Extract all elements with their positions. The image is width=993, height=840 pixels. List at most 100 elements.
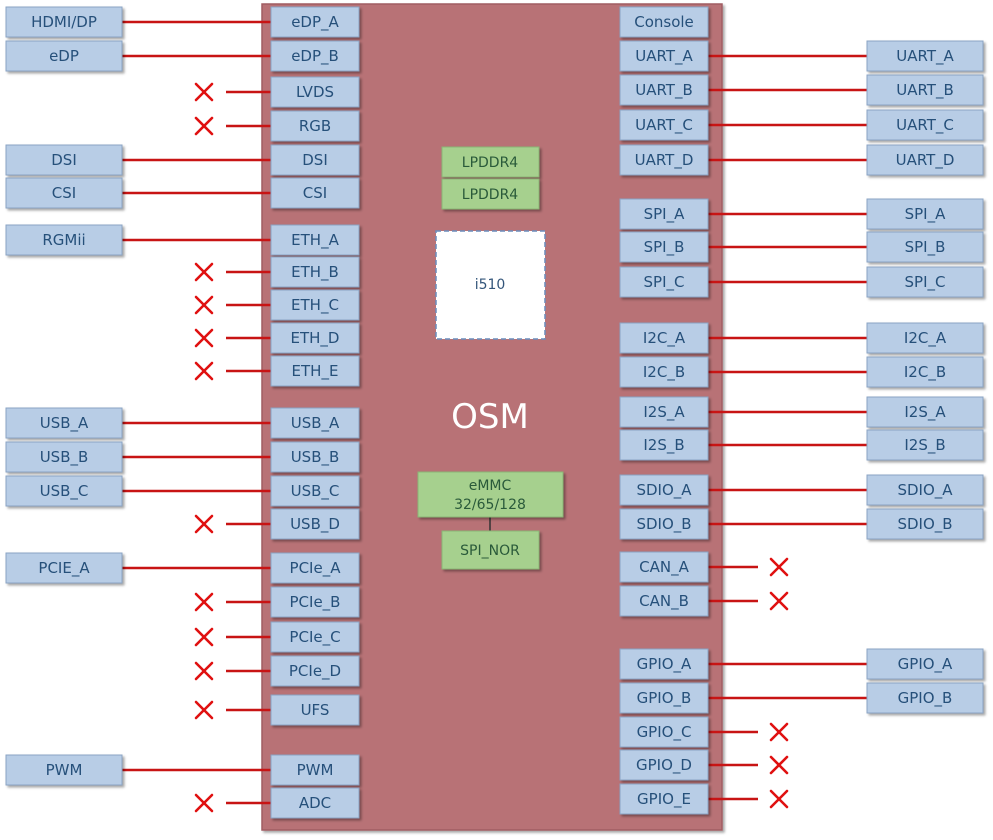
pin-usb-b: USB_B bbox=[270, 441, 360, 473]
pin-sdio-b: SDIO_B bbox=[619, 508, 709, 540]
pin-i2s-a: I2S_A bbox=[619, 396, 709, 428]
soc-chip: i510 bbox=[435, 230, 546, 340]
external-usb-c-label: USB_C bbox=[40, 482, 89, 501]
not-connected-ufs-icon bbox=[194, 700, 214, 720]
pin-gpio-c-label: GPIO_C bbox=[637, 723, 692, 742]
lpddr4-bottom-block: LPDDR4 bbox=[441, 178, 540, 210]
pin-spi-b: SPI_B bbox=[619, 231, 709, 263]
pin-pcie-b-label: PCIe_B bbox=[290, 593, 341, 612]
emmc-block: eMMC 32/65/128 bbox=[417, 471, 564, 518]
external-i2c-a-label: I2C_A bbox=[904, 329, 947, 348]
pin-csi-label: CSI bbox=[303, 184, 327, 202]
spi-nor-block: SPI_NOR bbox=[441, 530, 540, 570]
pin-pcie-c: PCIe_C bbox=[270, 621, 360, 653]
external-usb-b: USB_B bbox=[5, 441, 123, 473]
pin-edp-b: eDP_B bbox=[270, 40, 360, 72]
pin-usb-d-label: USB_D bbox=[290, 515, 340, 534]
pin-pcie-c-label: PCIe_C bbox=[289, 628, 340, 647]
external-sdio-a: SDIO_A bbox=[866, 474, 984, 506]
pin-edp-a: eDP_A bbox=[270, 6, 360, 38]
external-uart-a-label: UART_A bbox=[896, 47, 954, 66]
pin-i2c-a-label: I2C_A bbox=[643, 329, 686, 348]
pin-uart-c: UART_C bbox=[619, 109, 709, 141]
pin-uart-d-label: UART_D bbox=[635, 151, 694, 170]
pin-uart-b: UART_B bbox=[619, 74, 709, 106]
external-gpio-b-label: GPIO_B bbox=[898, 689, 953, 708]
pin-pwm-label: PWM bbox=[297, 761, 334, 779]
not-connected-can-a-icon bbox=[769, 557, 789, 577]
external-sdio-b: SDIO_B bbox=[866, 508, 984, 540]
not-connected-eth-e-icon bbox=[194, 361, 214, 381]
pin-eth-e: ETH_E bbox=[270, 355, 360, 387]
external-spi-b-label: SPI_B bbox=[905, 238, 946, 257]
pin-sdio-a: SDIO_A bbox=[619, 474, 709, 506]
pin-spi-a: SPI_A bbox=[619, 198, 709, 230]
external-usb-b-label: USB_B bbox=[40, 448, 89, 467]
pin-pcie-a-label: PCIe_A bbox=[290, 559, 342, 578]
pin-gpio-c: GPIO_C bbox=[619, 716, 709, 748]
pin-eth-c-label: ETH_C bbox=[291, 296, 339, 315]
pin-eth-a: ETH_A bbox=[270, 224, 360, 256]
external-i2s-b: I2S_B bbox=[866, 429, 984, 461]
external-usb-a-label: USB_A bbox=[40, 414, 89, 433]
pin-gpio-e-label: GPIO_E bbox=[637, 790, 691, 809]
pin-adc-label: ADC bbox=[299, 794, 331, 812]
soc-label: i510 bbox=[475, 277, 506, 293]
pin-usb-a-label: USB_A bbox=[291, 414, 340, 433]
pin-usb-a: USB_A bbox=[270, 407, 360, 439]
pin-uart-d: UART_D bbox=[619, 144, 709, 176]
external-uart-d-label: UART_D bbox=[896, 151, 955, 170]
external-dsi: DSI bbox=[5, 144, 123, 176]
external-edp-label: eDP bbox=[49, 47, 79, 65]
not-connected-eth-d-icon bbox=[194, 328, 214, 348]
external-hdmi-dp: HDMI/DP bbox=[5, 6, 123, 38]
not-connected-can-b-icon bbox=[769, 591, 789, 611]
not-connected-eth-c-icon bbox=[194, 295, 214, 315]
pin-gpio-a-label: GPIO_A bbox=[637, 655, 692, 674]
pin-pcie-b: PCIe_B bbox=[270, 586, 360, 618]
pin-can-a-label: CAN_A bbox=[639, 558, 689, 577]
external-usb-a: USB_A bbox=[5, 407, 123, 439]
external-pwm-label: PWM bbox=[46, 761, 83, 779]
pin-i2c-b: I2C_B bbox=[619, 356, 709, 388]
pin-i2s-b: I2S_B bbox=[619, 429, 709, 461]
external-gpio-b: GPIO_B bbox=[866, 682, 984, 714]
pin-dsi-label: DSI bbox=[302, 151, 328, 169]
pin-can-b: CAN_B bbox=[619, 585, 709, 617]
not-connected-eth-b-icon bbox=[194, 262, 214, 282]
pin-eth-d: ETH_D bbox=[270, 322, 360, 354]
external-i2s-a-label: I2S_A bbox=[904, 403, 946, 422]
pin-rgb-label: RGB bbox=[299, 117, 331, 135]
pin-i2s-a-label: I2S_A bbox=[643, 403, 685, 422]
external-spi-b: SPI_B bbox=[866, 231, 984, 263]
pin-uart-a: UART_A bbox=[619, 40, 709, 72]
pin-ufs-label: UFS bbox=[301, 701, 330, 719]
external-dsi-label: DSI bbox=[51, 151, 77, 169]
external-uart-d: UART_D bbox=[866, 144, 984, 176]
spi-nor-label: SPI_NOR bbox=[460, 543, 520, 559]
not-connected-gpio-e-icon bbox=[769, 789, 789, 809]
external-spi-a: SPI_A bbox=[866, 198, 984, 230]
external-spi-c: SPI_C bbox=[866, 266, 984, 298]
external-i2c-b: I2C_B bbox=[866, 356, 984, 388]
not-connected-usb-d-icon bbox=[194, 514, 214, 534]
pin-pwm: PWM bbox=[270, 754, 360, 786]
not-connected-gpio-c-icon bbox=[769, 722, 789, 742]
pin-console: Console bbox=[619, 6, 709, 38]
module-title: OSM bbox=[451, 397, 529, 437]
pin-gpio-e: GPIO_E bbox=[619, 783, 709, 815]
external-csi: CSI bbox=[5, 177, 123, 209]
external-uart-c-label: UART_C bbox=[896, 116, 954, 135]
pin-can-b-label: CAN_B bbox=[639, 592, 689, 611]
pin-gpio-b-label: GPIO_B bbox=[637, 689, 692, 708]
not-connected-rgb-icon bbox=[194, 116, 214, 136]
external-hdmi-dp-label: HDMI/DP bbox=[31, 13, 97, 31]
pin-pcie-d: PCIe_D bbox=[270, 655, 360, 687]
not-connected-lvds-icon bbox=[194, 82, 214, 102]
external-pwm: PWM bbox=[5, 754, 123, 786]
external-usb-c: USB_C bbox=[5, 475, 123, 507]
external-spi-c-label: SPI_C bbox=[905, 273, 946, 292]
pin-can-a: CAN_A bbox=[619, 551, 709, 583]
external-i2c-a: I2C_A bbox=[866, 322, 984, 354]
not-connected-gpio-d-icon bbox=[769, 755, 789, 775]
